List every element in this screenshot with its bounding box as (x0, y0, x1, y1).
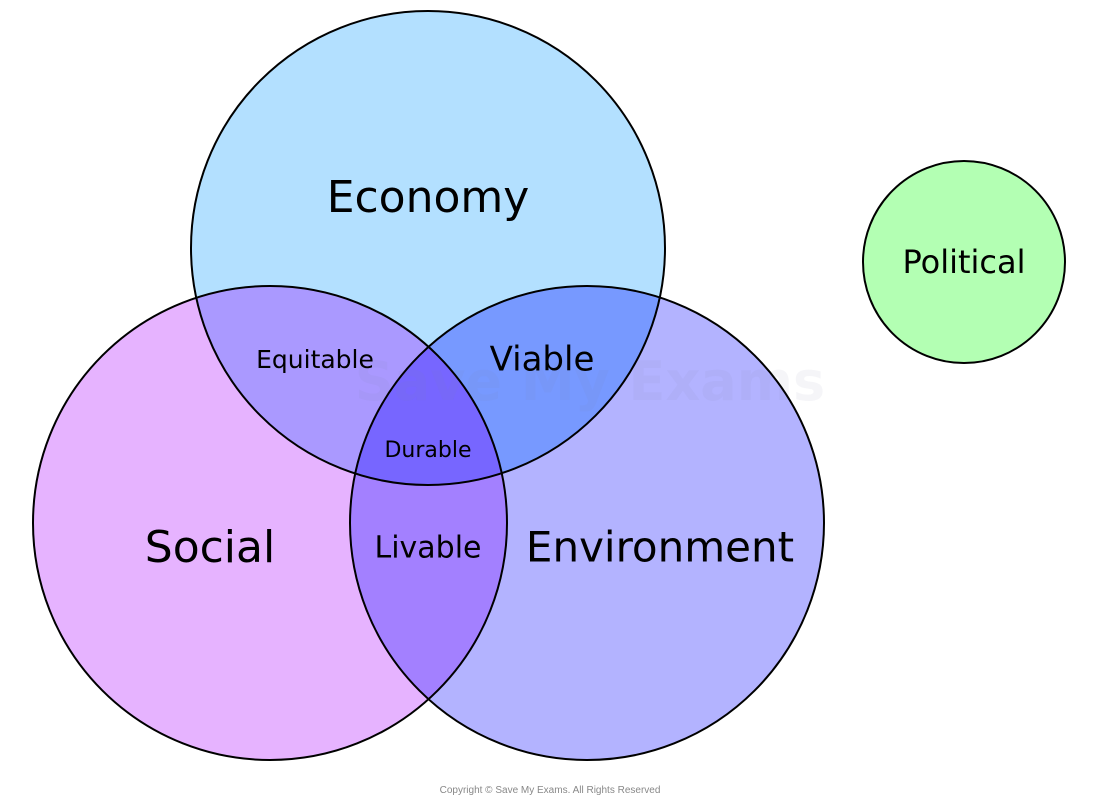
environment-label: Environment (526, 523, 794, 572)
copyright-text: Copyright © Save My Exams. All Rights Re… (439, 785, 661, 796)
durable-label: Durable (384, 438, 471, 463)
economy-label: Economy (327, 172, 530, 223)
equitable-label: Equitable (256, 345, 374, 374)
political-label: Political (902, 243, 1025, 281)
social-label: Social (145, 522, 275, 573)
durable-region (350, 286, 507, 485)
livable-label: Livable (374, 531, 481, 566)
political-circle (862, 160, 1066, 364)
watermark: Save My Exams (355, 350, 825, 413)
viable-label: Viable (490, 340, 595, 380)
